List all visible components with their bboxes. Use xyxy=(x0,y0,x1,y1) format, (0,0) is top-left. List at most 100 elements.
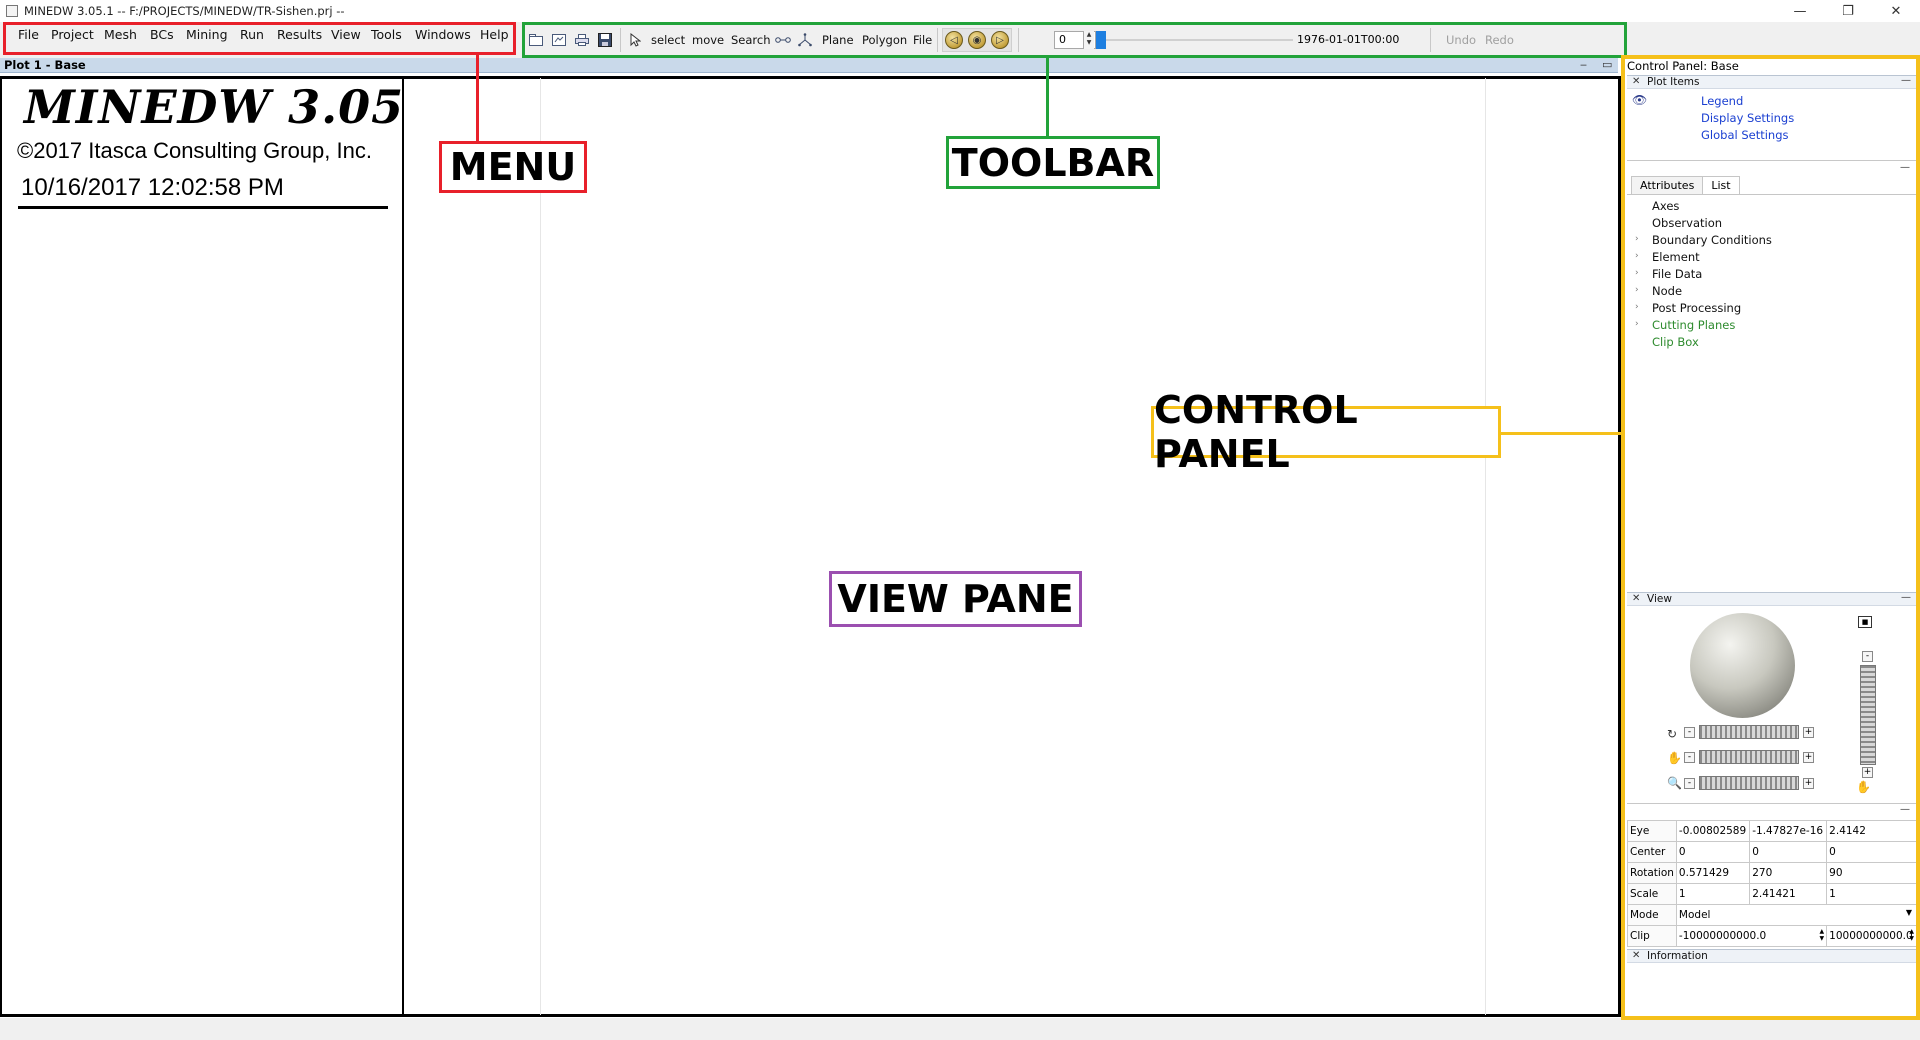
global-settings-link[interactable]: Global Settings xyxy=(1701,128,1789,142)
reset-view-icon[interactable]: ■ xyxy=(1858,616,1872,628)
menu-help[interactable]: Help xyxy=(480,27,509,42)
section-minimize-icon[interactable]: — xyxy=(1901,592,1911,603)
plot-header: Plot 1 - Base ‒ ▭ xyxy=(0,58,1618,73)
menu-results[interactable]: Results xyxy=(277,27,323,42)
collapse-icon[interactable]: ✕ xyxy=(1632,950,1641,961)
time-slider-handle[interactable] xyxy=(1096,31,1106,49)
list-item-observation[interactable]: Observation xyxy=(1652,216,1723,230)
step-back-icon[interactable]: ◁ xyxy=(945,31,963,49)
list-item-post-processing[interactable]: Post Processing xyxy=(1652,301,1742,315)
table-row: Mode Model ▼ xyxy=(1627,904,1918,926)
view-label: View xyxy=(1647,593,1672,605)
plot-items-header[interactable]: ✕ Plot Items — xyxy=(1627,75,1917,89)
list-item-file-data[interactable]: File Data xyxy=(1652,267,1703,281)
minimize-button[interactable]: — xyxy=(1793,3,1807,19)
zoom-slider[interactable] xyxy=(1699,776,1799,790)
section-minimize-icon[interactable]: — xyxy=(1900,162,1910,173)
zoom-minus-button[interactable]: - xyxy=(1862,651,1873,662)
section-minimize-icon[interactable]: — xyxy=(1900,804,1910,815)
rotate-minus-button[interactable]: - xyxy=(1684,727,1695,738)
plot-maximize-icon[interactable]: ▭ xyxy=(1602,58,1613,71)
menu-tools[interactable]: Tools xyxy=(371,27,402,42)
undo-button[interactable]: Undo xyxy=(1446,33,1477,47)
menu-view[interactable]: View xyxy=(331,27,361,42)
zoom-minus-button[interactable]: - xyxy=(1684,778,1695,789)
table-cell[interactable]: 2.4142 xyxy=(1826,820,1917,842)
list-item-axes[interactable]: Axes xyxy=(1652,199,1680,213)
rotation-sphere[interactable] xyxy=(1690,613,1795,718)
expand-arrow-icon[interactable]: › xyxy=(1635,234,1639,244)
new-icon[interactable] xyxy=(528,32,544,48)
tab-list[interactable]: List xyxy=(1702,176,1740,194)
zoom-vertical-slider[interactable] xyxy=(1860,665,1876,765)
spin-arrows-icon[interactable]: ▲▼ xyxy=(1909,928,1914,942)
chevron-down-icon[interactable]: ▼ xyxy=(1905,908,1912,917)
menu-windows[interactable]: Windows xyxy=(415,27,471,42)
list-item-node[interactable]: Node xyxy=(1652,284,1683,298)
menu-mining[interactable]: Mining xyxy=(186,27,228,42)
axes-icon[interactable] xyxy=(797,32,813,48)
pan-icon: ✋ xyxy=(1667,751,1682,765)
collapse-icon[interactable]: ✕ xyxy=(1632,593,1641,604)
view-header[interactable]: ✕ View — xyxy=(1627,592,1917,606)
menu-run[interactable]: Run xyxy=(240,27,264,42)
control-panel-annotation-label: CONTROL PANEL xyxy=(1151,388,1501,476)
rotate-slider[interactable] xyxy=(1699,725,1799,739)
pan-minus-button[interactable]: - xyxy=(1684,752,1695,763)
expand-arrow-icon[interactable]: › xyxy=(1635,251,1639,261)
toolbar-separator xyxy=(1430,28,1431,52)
menu-bcs[interactable]: BCs xyxy=(150,27,174,42)
expand-arrow-icon[interactable]: › xyxy=(1635,285,1639,295)
pan-slider[interactable] xyxy=(1699,750,1799,764)
list-item-clip-box[interactable]: Clip Box xyxy=(1652,335,1699,349)
eye-icon[interactable]: 👁 xyxy=(1632,93,1648,107)
list-item-boundary-conditions[interactable]: Boundary Conditions xyxy=(1652,233,1772,247)
app-icon xyxy=(6,5,18,17)
expand-arrow-icon[interactable]: › xyxy=(1635,302,1639,312)
restore-button[interactable]: ❐ xyxy=(1842,3,1854,19)
table-cell[interactable]: -0.00802589 xyxy=(1675,820,1751,842)
link-icon[interactable] xyxy=(775,32,791,48)
menu-file[interactable]: File xyxy=(18,27,39,42)
menu-annotation-box xyxy=(3,22,516,55)
tab-attributes[interactable]: Attributes xyxy=(1631,176,1704,194)
legend-link[interactable]: Legend xyxy=(1701,94,1744,108)
zoom-plus-button[interactable]: + xyxy=(1862,767,1873,778)
logo-panel xyxy=(0,76,405,1017)
file-button[interactable]: File xyxy=(913,33,933,47)
polygon-button[interactable]: Polygon xyxy=(862,33,908,47)
print-icon[interactable] xyxy=(574,32,590,48)
hand-icon[interactable]: ✋ xyxy=(1856,780,1871,794)
open-icon[interactable] xyxy=(551,32,567,48)
expand-arrow-icon[interactable]: › xyxy=(1635,268,1639,278)
menu-project[interactable]: Project xyxy=(51,27,94,42)
search-button[interactable]: Search xyxy=(731,33,771,47)
step-forward-icon[interactable]: ▷ xyxy=(991,31,1009,49)
list-item-element[interactable]: Element xyxy=(1652,250,1700,264)
section-minimize-icon[interactable]: — xyxy=(1901,75,1911,86)
redo-button[interactable]: Redo xyxy=(1485,33,1514,47)
save-icon[interactable] xyxy=(597,32,613,48)
move-button[interactable]: move xyxy=(692,33,725,47)
time-step-spin-arrows[interactable]: ▲▼ xyxy=(1083,31,1094,49)
stop-icon[interactable]: ◉ xyxy=(968,31,986,49)
expand-arrow-icon[interactable]: › xyxy=(1635,319,1639,329)
plane-button[interactable]: Plane xyxy=(822,33,854,47)
plot-minimize-icon[interactable]: ‒ xyxy=(1580,58,1587,71)
select-button[interactable]: select xyxy=(651,33,686,47)
rotate-plus-button[interactable]: + xyxy=(1803,727,1814,738)
menu-mesh[interactable]: Mesh xyxy=(104,27,137,42)
view-pane[interactable] xyxy=(404,76,1621,1017)
table-cell[interactable]: 270 xyxy=(1749,862,1828,884)
clip-min-input[interactable]: -10000000000.0 ▲▼ xyxy=(1675,925,1828,947)
pointer-icon[interactable] xyxy=(627,32,643,48)
pan-plus-button[interactable]: + xyxy=(1803,752,1814,763)
close-button[interactable]: ✕ xyxy=(1890,3,1902,19)
collapse-icon[interactable]: ✕ xyxy=(1632,76,1641,87)
display-settings-link[interactable]: Display Settings xyxy=(1701,111,1795,125)
information-header[interactable]: ✕ Information xyxy=(1627,949,1917,963)
zoom-plus-button[interactable]: + xyxy=(1803,778,1814,789)
spin-arrows-icon[interactable]: ▲▼ xyxy=(1819,928,1825,942)
list-item-cutting-planes[interactable]: Cutting Planes xyxy=(1652,318,1736,332)
time-slider-track[interactable] xyxy=(1103,39,1293,41)
